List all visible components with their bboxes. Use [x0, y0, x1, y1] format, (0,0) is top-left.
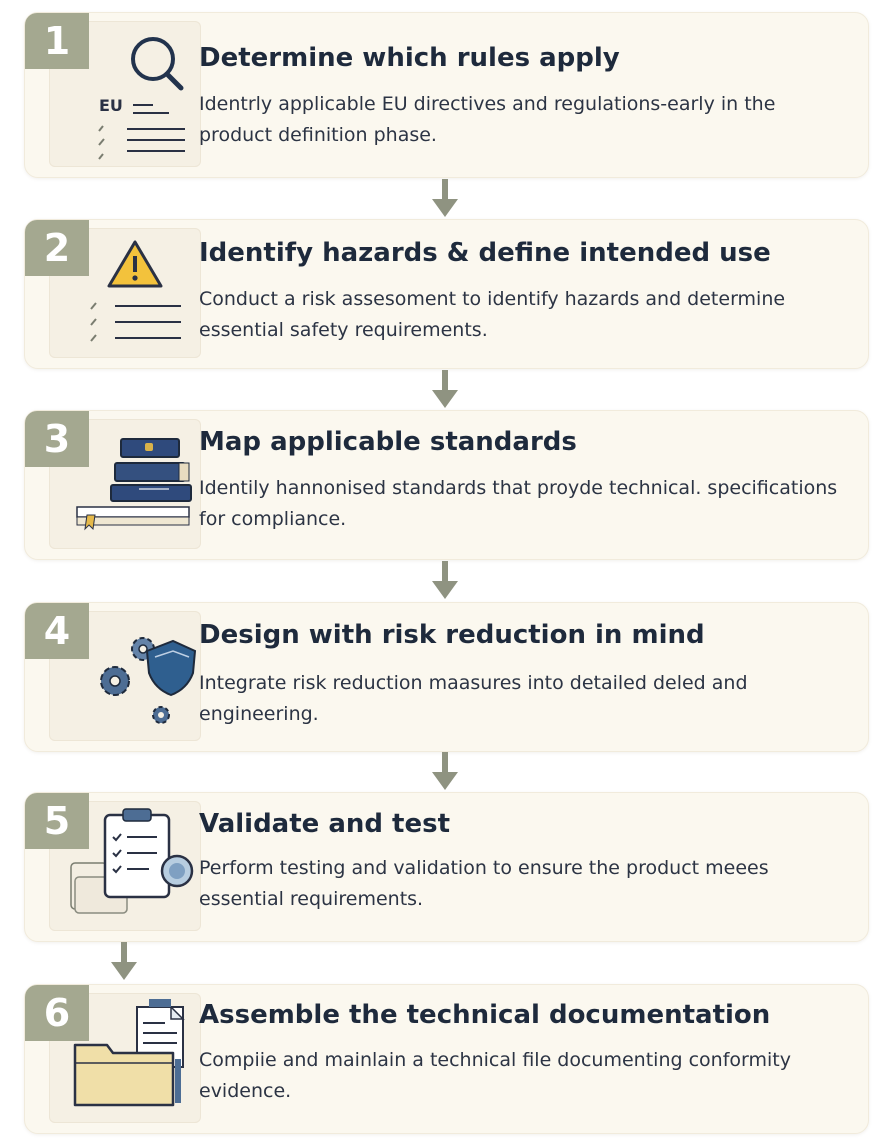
clipboard-test-icon — [70, 808, 194, 914]
step-card-3: 3 Map applicable standards Identily hann… — [24, 410, 869, 560]
step-description: Identily hannonised standards that proyd… — [199, 477, 838, 530]
step-card-1: EU 1 Determine which rules apply Identrl… — [24, 12, 869, 178]
folder-documents-icon — [73, 999, 185, 1107]
step-number-badge: 2 — [25, 220, 89, 276]
flow-arrow-down-icon — [432, 370, 458, 408]
step-card-5: 5 Validate and test Perform testing and … — [24, 792, 869, 942]
gears-shield-icon — [100, 637, 197, 724]
flow-arrow-down-icon — [432, 179, 458, 217]
step-card-2: 2 Identify hazards & define intended use… — [24, 219, 869, 369]
step-number-badge: 4 — [25, 603, 89, 659]
step-number-badge: 3 — [25, 411, 89, 467]
step-2-illustration — [49, 228, 201, 358]
step-description: Integrate risk reduction maasures into d… — [199, 672, 748, 725]
step-description: Identrly applicable EU directives and re… — [199, 93, 776, 146]
eu-label: EU — [99, 96, 123, 115]
step-description: Compiie and mainlain a technical file do… — [199, 1049, 791, 1102]
step-description: Conduct a risk assesoment to identify ha… — [199, 288, 786, 341]
step-description: Perform testing and validation to ensure… — [199, 857, 769, 910]
step-title: Identify hazards & define intended use — [199, 238, 771, 268]
step-number-badge: 6 — [25, 985, 89, 1041]
step-title: Determine which rules apply — [199, 43, 620, 73]
flow-arrow-down-icon — [432, 752, 458, 790]
flow-arrow-down-icon — [111, 942, 137, 980]
step-number-badge: 5 — [25, 793, 89, 849]
step-card-4: 4 Design with risk reduction in mind Int… — [24, 602, 869, 752]
step-title: Map applicable standards — [199, 427, 577, 457]
standards-book-stack-icon — [76, 438, 192, 531]
step-title: Validate and test — [199, 809, 451, 839]
magnifier-checklist-icon: EU — [98, 37, 185, 160]
flow-arrow-down-icon — [432, 561, 458, 599]
warning-checklist-icon — [90, 240, 181, 342]
step-6-illustration — [49, 993, 201, 1123]
step-3-illustration — [49, 419, 201, 549]
step-title: Design with risk reduction in mind — [199, 620, 705, 650]
step-title: Assemble the technical documentation — [199, 1000, 771, 1030]
step-card-6: 6 Assemble the technical documentation C… — [24, 984, 869, 1134]
step-number-badge: 1 — [25, 13, 89, 69]
